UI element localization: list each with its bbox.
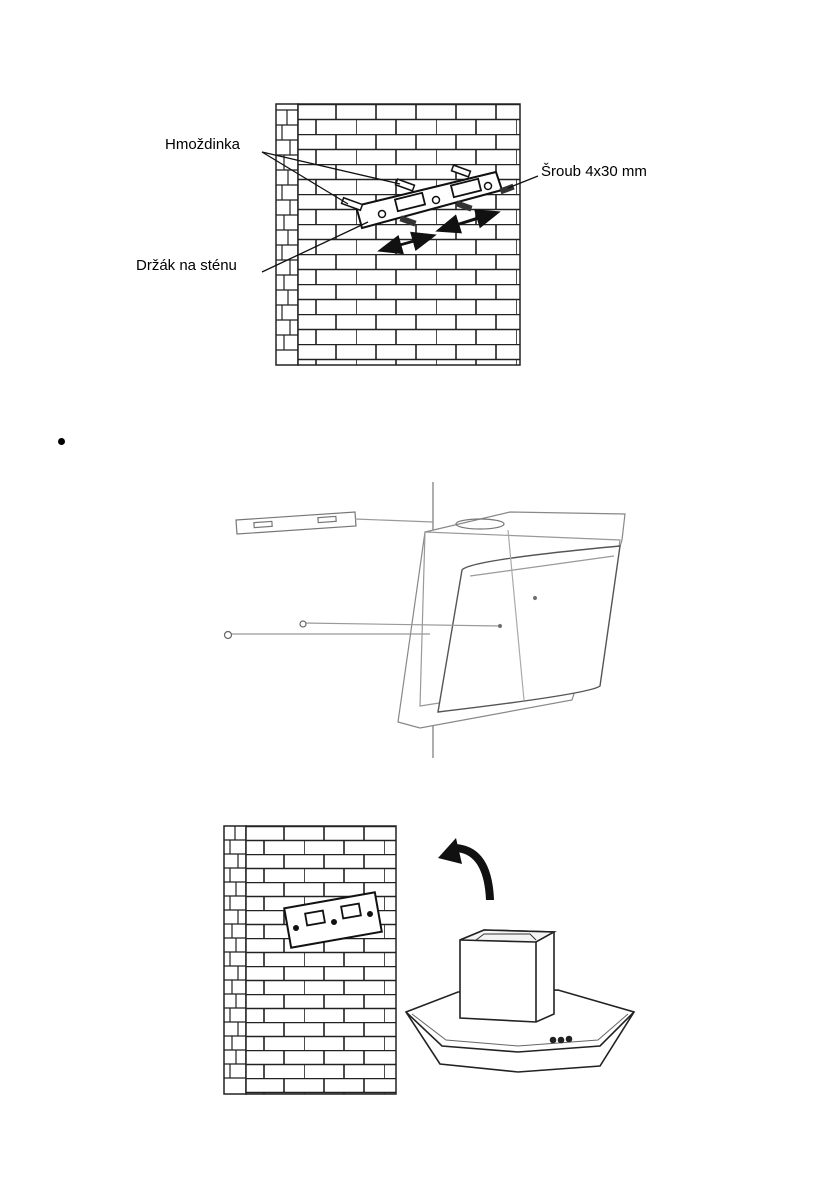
wall-corner-2 [224,826,246,1094]
rotate-arrow-icon [438,838,494,900]
chimney-hood [406,930,634,1072]
brick-wall-2 [246,826,396,1094]
